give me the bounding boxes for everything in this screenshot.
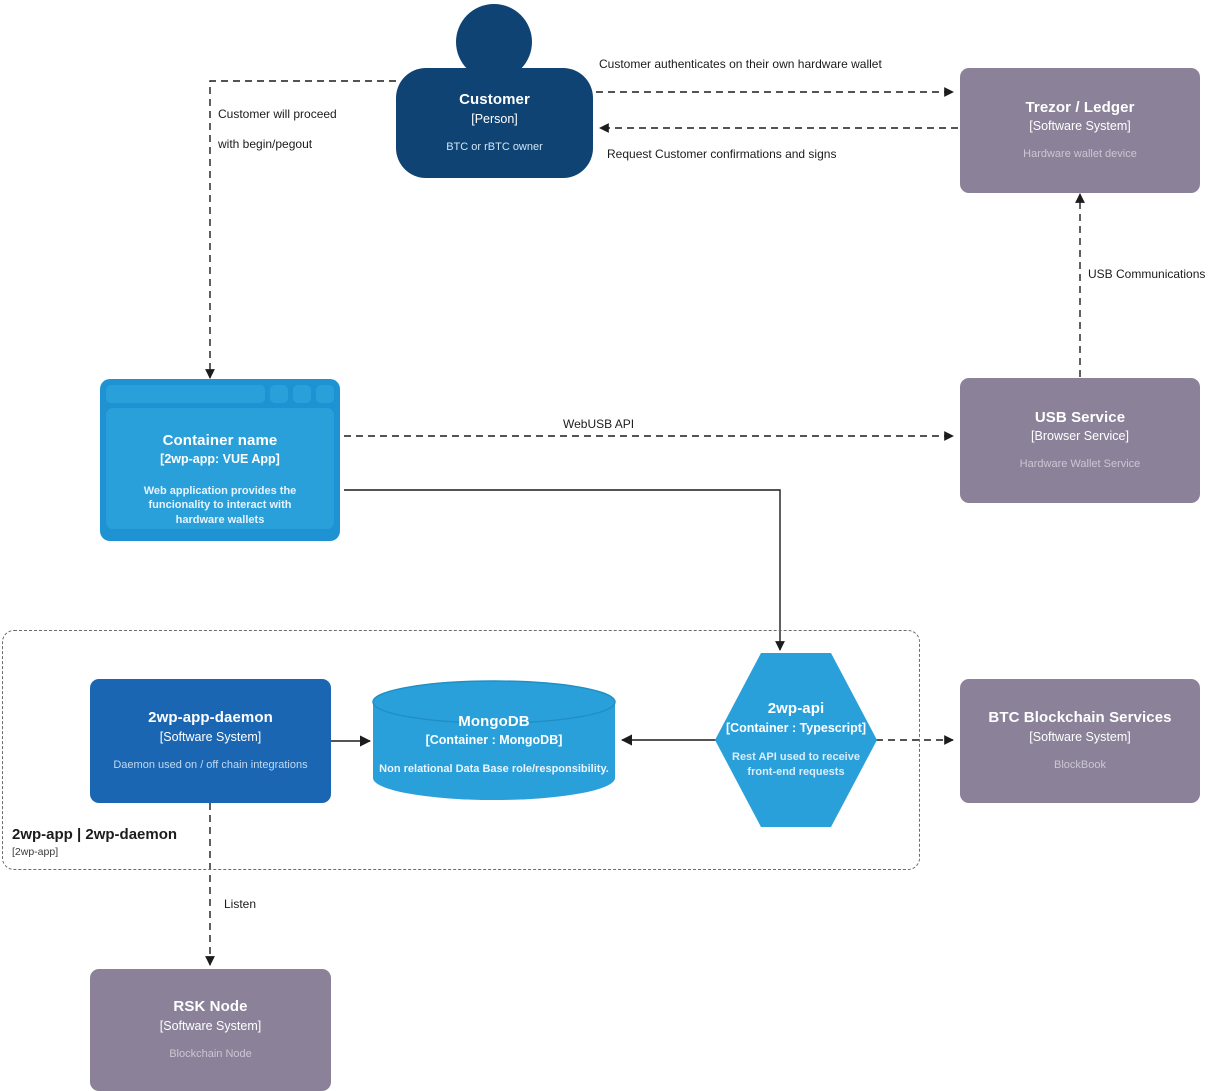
node-description: Blockchain Node xyxy=(169,1047,252,1060)
browser-window-dot-1[interactable] xyxy=(270,385,288,403)
node-container-name[interactable]: Container name [2wp-app: VUE App] Web ap… xyxy=(100,379,340,541)
person-head-icon xyxy=(456,4,532,80)
browser-viewport: Container name [2wp-app: VUE App] Web ap… xyxy=(106,408,334,529)
node-tech: [Browser Service] xyxy=(1031,429,1129,444)
node-title: USB Service xyxy=(1034,408,1126,426)
edge-label-request-confirmations: Request Customer confirmations and signs xyxy=(607,147,837,161)
node-rsk-node[interactable]: RSK Node [Software System] Blockchain No… xyxy=(90,969,331,1091)
boundary-name: 2wp-app | 2wp-daemon xyxy=(12,826,178,843)
edge-customer-to-container xyxy=(205,80,396,379)
node-tech: [Software System] xyxy=(1029,119,1131,134)
browser-address-bar[interactable] xyxy=(106,385,265,403)
browser-window-dot-2[interactable] xyxy=(293,385,311,403)
boundary-label: 2wp-app | 2wp-daemon [2wp-app] xyxy=(12,826,177,860)
node-mongodb[interactable]: MongoDB [Container : MongoDB] Non relati… xyxy=(372,680,616,800)
edge-label-webusb-api: WebUSB API xyxy=(563,417,635,431)
node-description: BTC or rBTC owner xyxy=(446,140,543,153)
node-tech: [Software System] xyxy=(159,729,262,744)
node-title: Trezor / Ledger xyxy=(1025,98,1135,116)
node-description: Hardware Wallet Service xyxy=(1019,458,1141,471)
node-tech: [2wp-app: VUE App] xyxy=(160,452,280,467)
hexagon-shape-icon xyxy=(715,653,877,827)
node-description: Hardware wallet device xyxy=(1023,148,1137,161)
edge-container-to-2wpapi xyxy=(344,489,785,651)
node-btc-blockchain-services[interactable]: BTC Blockchain Services [Software System… xyxy=(960,679,1200,803)
node-title: 2wp-api xyxy=(767,700,825,718)
browser-titlebar xyxy=(106,385,334,403)
edge-label-customer-will-proceed-line1: Customer will proceed xyxy=(218,107,337,121)
edge-label-listen: Listen xyxy=(224,897,257,911)
edge-label-customer-will-proceed-line2: with begin/pegout xyxy=(218,137,313,151)
node-tech: [Container : Typescript] xyxy=(725,720,867,735)
browser-window-dot-3[interactable] xyxy=(316,385,334,403)
node-title: 2wp-app-daemon xyxy=(148,709,273,727)
node-2wp-app-daemon[interactable]: 2wp-app-daemon [Software System] Daemon … xyxy=(90,679,331,803)
node-trezor-ledger[interactable]: Trezor / Ledger [Software System] Hardwa… xyxy=(960,68,1200,193)
node-description: Web application provides the funcionalit… xyxy=(143,484,297,527)
boundary-tech: [2wp-app] xyxy=(12,846,59,858)
node-label-group: MongoDB [Container : MongoDB] Non relati… xyxy=(372,680,616,800)
node-description: Non relational Data Base role/responsibi… xyxy=(379,763,609,776)
node-description: BlockBook xyxy=(1054,758,1106,771)
edge-label-customer-authenticates: Customer authenticates on their own hard… xyxy=(599,57,882,71)
node-2wp-api[interactable]: 2wp-api [Container : Typescript] Rest AP… xyxy=(714,652,878,828)
node-label-group: 2wp-api [Container : Typescript] Rest AP… xyxy=(714,652,878,828)
node-tech: [Person] xyxy=(471,111,518,126)
node-title: RSK Node xyxy=(173,998,248,1016)
node-usb-service[interactable]: USB Service [Browser Service] Hardware W… xyxy=(960,378,1200,503)
person-body: Customer [Person] BTC or rBTC owner xyxy=(396,68,593,178)
edge-label-usb-communications: USB Communications xyxy=(1088,267,1206,281)
node-title: Container name xyxy=(162,432,278,449)
node-description: Daemon used on / off chain integrations xyxy=(113,758,308,771)
cylinder-shape-icon xyxy=(372,680,616,800)
node-title: MongoDB xyxy=(458,712,530,730)
node-title: Customer xyxy=(459,91,530,109)
boundary-2wp-app xyxy=(2,630,920,870)
node-tech: [Software System] xyxy=(159,1018,262,1033)
node-tech: [Container : MongoDB] xyxy=(425,733,563,748)
node-tech: [Software System] xyxy=(1029,729,1131,744)
node-title: BTC Blockchain Services xyxy=(988,709,1172,727)
node-description: Rest API used to receive front-end reque… xyxy=(732,750,860,778)
